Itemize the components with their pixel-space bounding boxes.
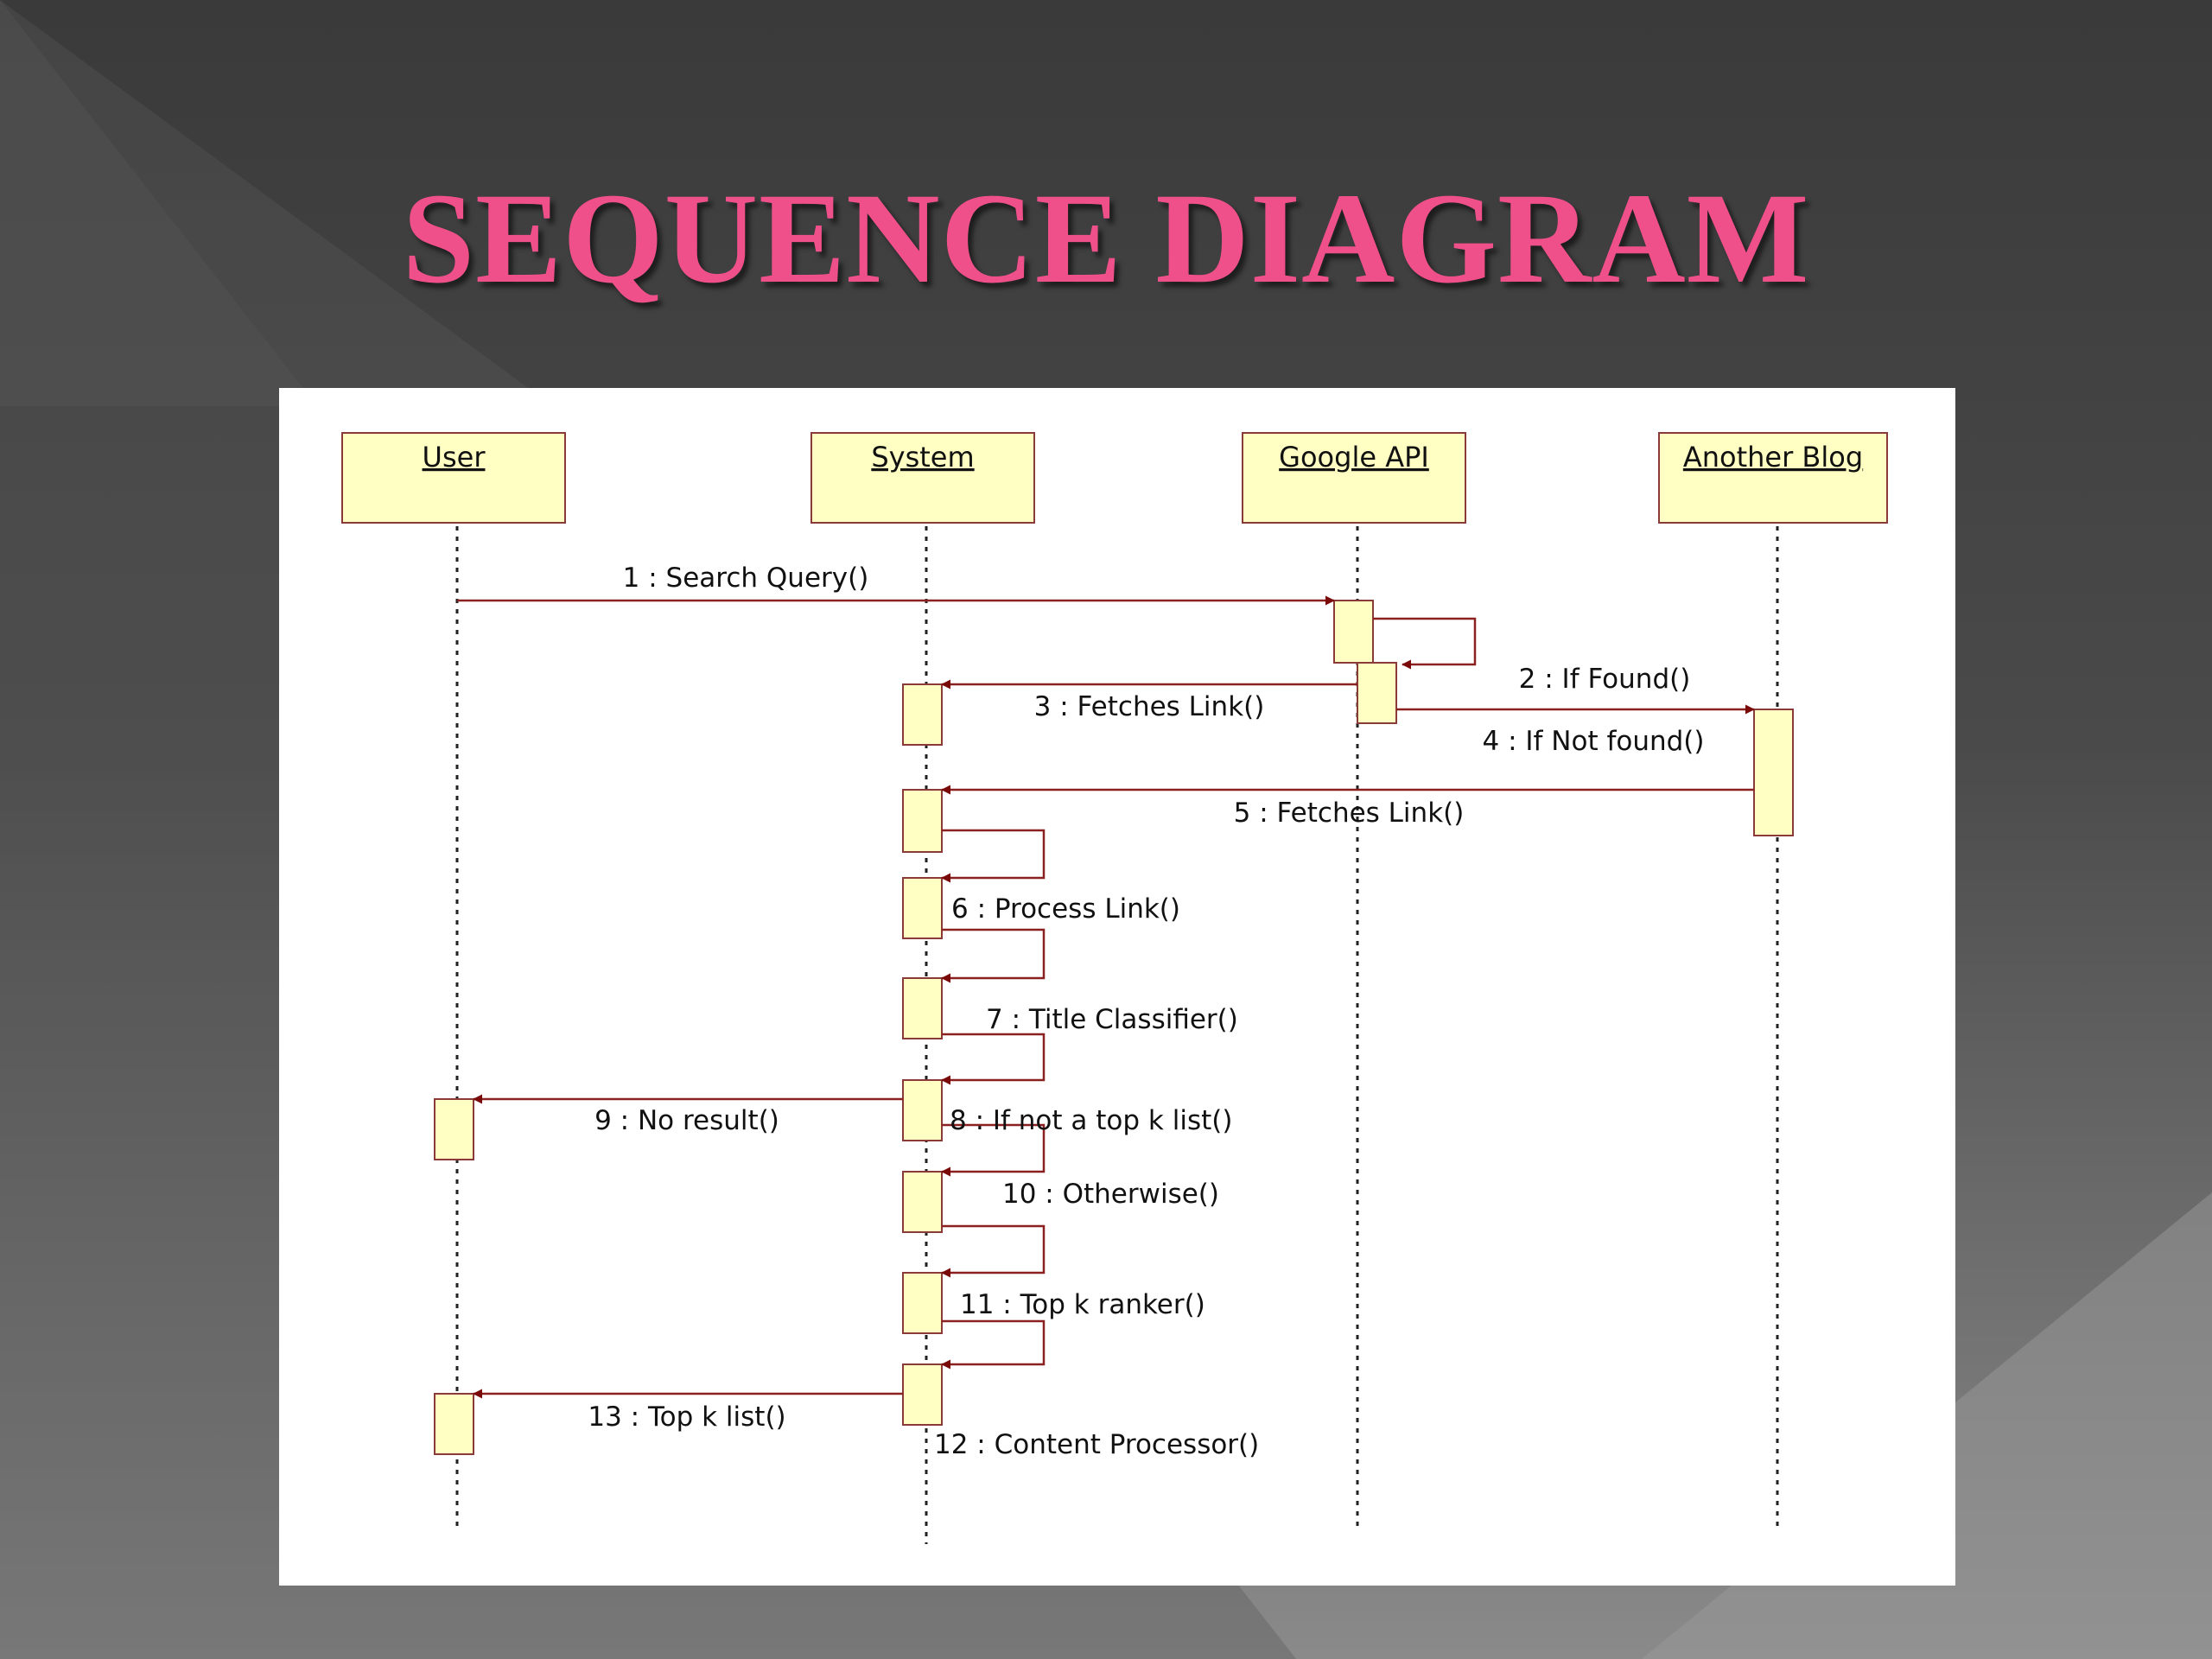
participant-label-google: Google API xyxy=(1279,441,1429,474)
message-arrow-7 xyxy=(941,928,1046,983)
message-label-4: 4 : If Not found() xyxy=(1483,726,1705,757)
message-arrow-2 xyxy=(1373,617,1477,670)
activation-bar xyxy=(902,977,943,1039)
message-label-3: 3 : Fetches Link() xyxy=(1034,691,1265,722)
message-label-6: 6 : Process Link() xyxy=(951,893,1180,925)
activation-bar xyxy=(1753,709,1794,836)
message-label-2: 2 : If Found() xyxy=(1519,664,1691,695)
participant-box-system xyxy=(810,432,1035,524)
activation-bar xyxy=(434,1393,474,1455)
activation-bar xyxy=(902,1272,943,1334)
participant-box-user xyxy=(341,432,566,524)
sequence-diagram: User System Google API Another Blog 1 : … xyxy=(279,388,1955,1586)
activation-bar xyxy=(1333,600,1374,664)
diagram-canvas: User System Google API Another Blog 1 : … xyxy=(341,432,1888,1544)
activation-bar xyxy=(902,1363,943,1426)
message-label-1: 1 : Search Query() xyxy=(623,563,869,594)
slide-title: SEQUENCE DIAGRAM xyxy=(402,167,1810,310)
message-label-13: 13 : Top k list() xyxy=(588,1402,785,1433)
message-arrow-10 xyxy=(941,1123,1046,1177)
message-arrow-12 xyxy=(941,1319,1046,1370)
activation-bar xyxy=(902,877,943,939)
participant-label-blog: Another Blog xyxy=(1683,441,1863,474)
message-label-10: 10 : Otherwise() xyxy=(1002,1179,1219,1210)
participant-box-google xyxy=(1242,432,1466,524)
message-label-9: 9 : No result() xyxy=(594,1105,779,1136)
activation-bar xyxy=(902,1171,943,1233)
message-label-7: 7 : Title Classifier() xyxy=(986,1004,1238,1035)
message-label-8: 8 : If not a top k list() xyxy=(950,1105,1232,1136)
participant-label-user: User xyxy=(423,441,486,474)
participant-label-system: System xyxy=(871,441,974,474)
message-label-5: 5 : Fetches Link() xyxy=(1234,798,1465,829)
message-arrow-6 xyxy=(941,829,1046,883)
activation-bar xyxy=(434,1098,474,1160)
message-arrow-8 xyxy=(941,1033,1046,1085)
message-label-12: 12 : Content Processor() xyxy=(934,1429,1259,1460)
activation-bar xyxy=(902,789,943,853)
message-label-11: 11 : Top k ranker() xyxy=(960,1289,1205,1320)
activation-bar xyxy=(902,1079,943,1141)
message-arrow-11 xyxy=(941,1224,1046,1278)
participant-box-blog xyxy=(1658,432,1888,524)
activation-bar xyxy=(1357,662,1397,724)
activation-bar xyxy=(902,683,943,746)
